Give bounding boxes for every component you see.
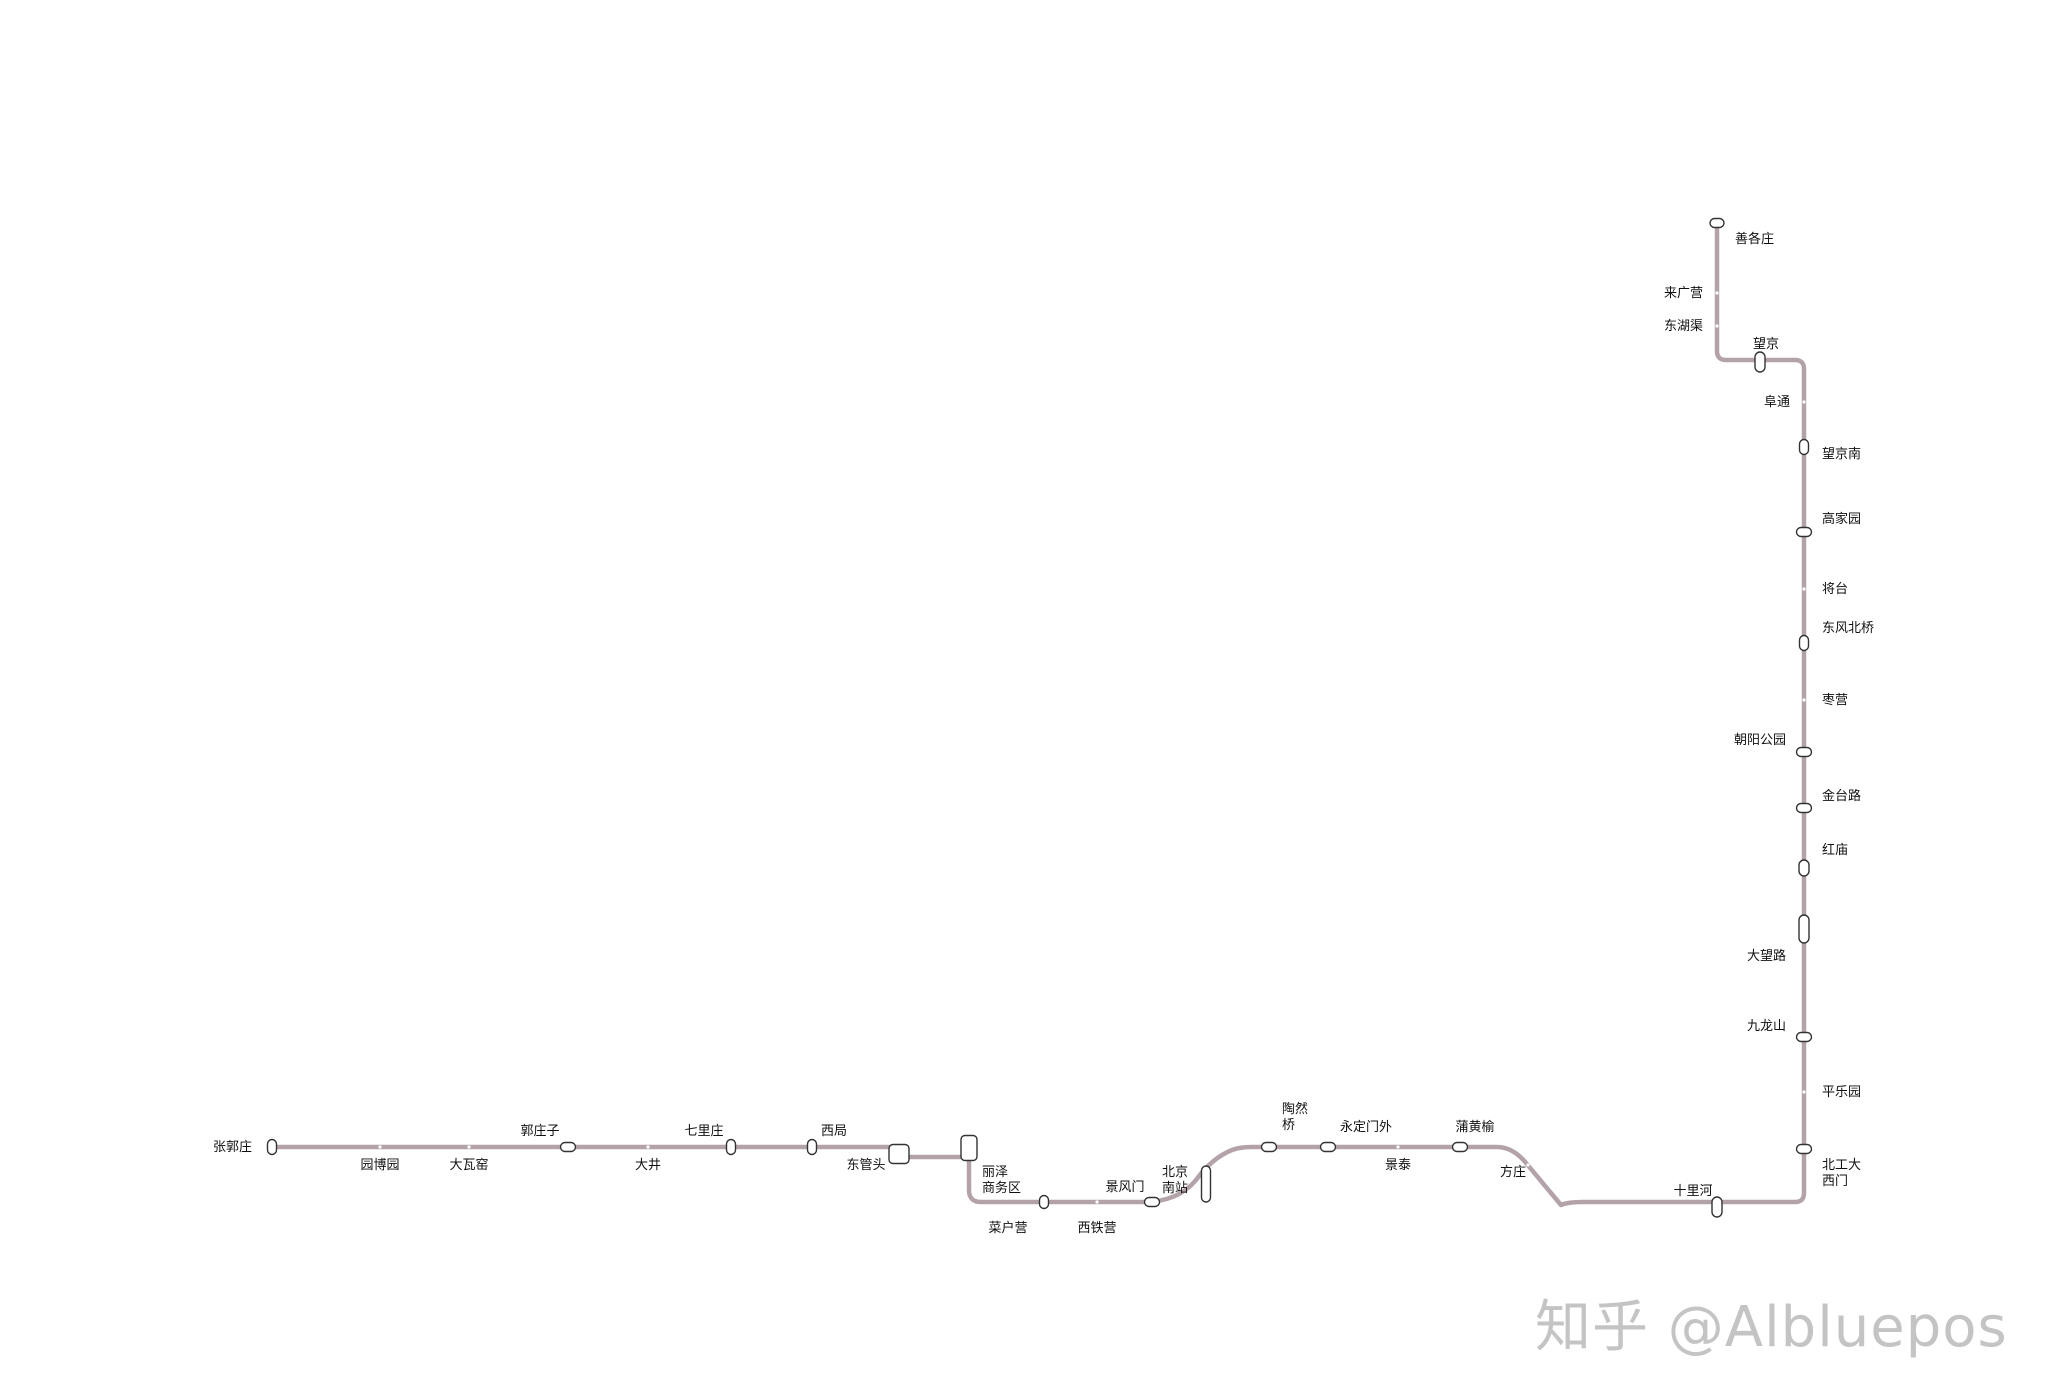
station-label-futong: 阜通: [1764, 394, 1790, 410]
station-dot-zaoying: [1802, 698, 1806, 702]
station-label-puhuangyu: 蒲黄榆: [1455, 1120, 1494, 1135]
interchange-marker-shangezhuang: [1709, 217, 1725, 229]
station-dot-dajing: [646, 1145, 650, 1149]
interchange-marker-dongguantou: [888, 1143, 910, 1165]
interchange-marker-dawanglu: [1798, 914, 1810, 944]
interchange-marker-caihuying: [1038, 1194, 1050, 1210]
station-dot-jiangtai: [1802, 587, 1806, 591]
station-dot-yuanboyuan: [378, 1145, 382, 1149]
station-label-gaojiayuan: 高家园: [1822, 511, 1861, 527]
station-dot-pingleyuan: [1802, 1090, 1806, 1094]
station-label-xiju: 西局: [821, 1124, 847, 1139]
interchange-marker-jiulongshan: [1795, 1031, 1813, 1043]
station-label-xitieying: 西铁营: [1077, 1221, 1116, 1236]
station-label-yongdingmenwai: 永定门外: [1340, 1120, 1392, 1135]
station-label-wangjingnan: 望京南: [1822, 446, 1861, 462]
station-label-jintailu: 金台路: [1822, 788, 1861, 804]
station-label-jiangtai: 将台: [1822, 582, 1848, 597]
interchange-marker-yongdingmenwai: [1319, 1141, 1337, 1153]
station-label-chaoyanggongyuan: 朝阳公园: [1734, 733, 1786, 748]
interchange-marker-beigongdaximen: [1795, 1143, 1813, 1155]
station-label-donghuqu: 东湖渠: [1664, 319, 1703, 334]
station-label-shilihe: 十里河: [1673, 1184, 1712, 1199]
station-label-dajing: 大井: [635, 1158, 661, 1173]
interchange-marker-guozhuangzi: [559, 1141, 577, 1153]
interchange-marker-wangjingnan: [1798, 438, 1810, 456]
interchange-marker-qilizhuang: [725, 1138, 737, 1156]
station-dot-fangzhuang: [1526, 1163, 1530, 1167]
interchange-marker-jintailu: [1795, 802, 1813, 814]
station-label-jiulongshan: 九龙山: [1747, 1019, 1786, 1034]
station-dot-futong: [1802, 400, 1806, 404]
station-label-fangzhuang: 方庄: [1500, 1164, 1526, 1180]
station-label-jingfengmen: 景风门: [1105, 1180, 1144, 1195]
station-label-qilizhuang: 七里庄: [684, 1123, 723, 1139]
station-dot-xitieying: [1095, 1200, 1099, 1204]
station-label-taoranqiao: 陶然桥: [1282, 1101, 1308, 1133]
station-label-caihuying: 菜户营: [988, 1220, 1027, 1236]
station-label-laiguangying: 来广营: [1664, 286, 1703, 301]
interchange-marker-xiju: [806, 1138, 818, 1156]
station-dot-dawayao: [467, 1145, 471, 1149]
station-label-zaoying: 枣营: [1822, 693, 1848, 708]
station-label-zhangguozhuang: 张郭庄: [213, 1139, 252, 1155]
station-label-pingleyuan: 平乐园: [1822, 1085, 1861, 1100]
station-label-wangjing: 望京: [1753, 336, 1779, 352]
station-label-dongfengbeiqiao: 东风北桥: [1822, 621, 1874, 636]
watermark: 知乎 @Albluepos: [1535, 1295, 2008, 1360]
station-dot-donghuqu: [1715, 324, 1719, 328]
station-label-hongmiao: 红庙: [1822, 842, 1848, 858]
station-dot-jingtai: [1396, 1145, 1400, 1149]
interchange-marker-zhangguozhuang: [266, 1138, 278, 1156]
interchange-marker-jingfengmen: [1143, 1196, 1161, 1208]
station-label-jingtai: 景泰: [1385, 1158, 1411, 1173]
station-label-dawayao: 大瓦窑: [449, 1157, 488, 1173]
station-label-shangezhuang: 善各庄: [1735, 231, 1774, 247]
interchange-marker-chaoyanggongyuan: [1795, 746, 1813, 758]
interchange-marker-shilihe: [1711, 1196, 1723, 1218]
line-route: [269, 220, 1807, 1208]
interchange-marker-gaojiayuan: [1795, 526, 1813, 538]
station-label-beigongdaximen: 北工大西门: [1822, 1158, 1861, 1189]
interchange-marker-hongmiao: [1798, 859, 1810, 877]
station-label-dawanglu: 大望路: [1747, 948, 1786, 964]
station-label-guozhuangzi: 郭庄子: [520, 1123, 559, 1139]
station-markers: [266, 217, 1813, 1218]
interchange-marker-taoranqiao: [1260, 1141, 1278, 1153]
interchange-marker-lize: [960, 1134, 978, 1162]
interchange-marker-beijingnan: [1200, 1165, 1212, 1203]
interchange-marker-puhuangyu: [1451, 1141, 1469, 1153]
interchange-marker-wangjing: [1754, 351, 1766, 373]
station-label-beijingnan: 北京南站: [1162, 1165, 1188, 1196]
station-label-yuanboyuan: 园博园: [360, 1158, 399, 1173]
station-dot-laiguangying: [1715, 291, 1719, 295]
station-label-lize: 丽泽商务区: [982, 1165, 1021, 1196]
interchange-marker-dongfengbeiqiao: [1798, 634, 1810, 652]
station-label-dongguantou: 东管头: [846, 1158, 885, 1173]
